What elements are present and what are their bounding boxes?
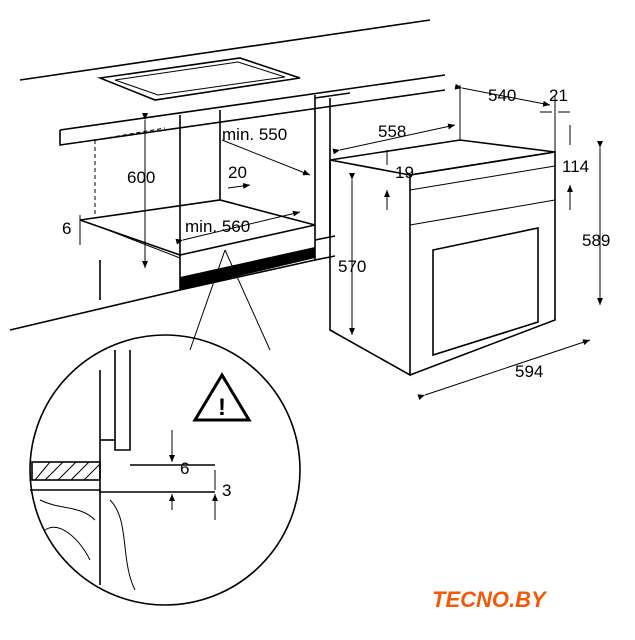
label-6: 6 (62, 219, 71, 238)
oven-dimensions: 540 21 558 114 19 589 570 594 (332, 83, 610, 401)
label-570: 570 (338, 257, 366, 276)
label-min-560: min. 560 (185, 217, 250, 236)
cabinet-dimensions: 600 min. 550 20 6 min. 560 (62, 113, 311, 268)
label-min-550: min. 550 (222, 125, 287, 144)
label-detail-3: 3 (222, 481, 231, 500)
tecno-by-logo: TECNO.BY (432, 587, 548, 612)
detail-view: 6 3 ! (29, 249, 301, 606)
label-20: 20 (228, 163, 247, 182)
label-589: 589 (582, 231, 610, 250)
cabinet (9, 92, 351, 331)
warning-icon (192, 372, 252, 422)
label-19: 19 (395, 163, 414, 182)
countertop (19, 19, 446, 146)
warning-symbol: ! (218, 394, 226, 421)
label-detail-6: 6 (180, 459, 189, 478)
label-540: 540 (488, 86, 516, 105)
label-21: 21 (549, 86, 568, 105)
oven-window (432, 227, 539, 357)
plinth-vent (180, 247, 315, 290)
label-594: 594 (515, 362, 543, 381)
label-114: 114 (562, 157, 589, 176)
hob-cutout (96, 57, 301, 101)
oven (329, 85, 556, 377)
label-600: 600 (127, 168, 155, 187)
label-558: 558 (378, 122, 406, 141)
